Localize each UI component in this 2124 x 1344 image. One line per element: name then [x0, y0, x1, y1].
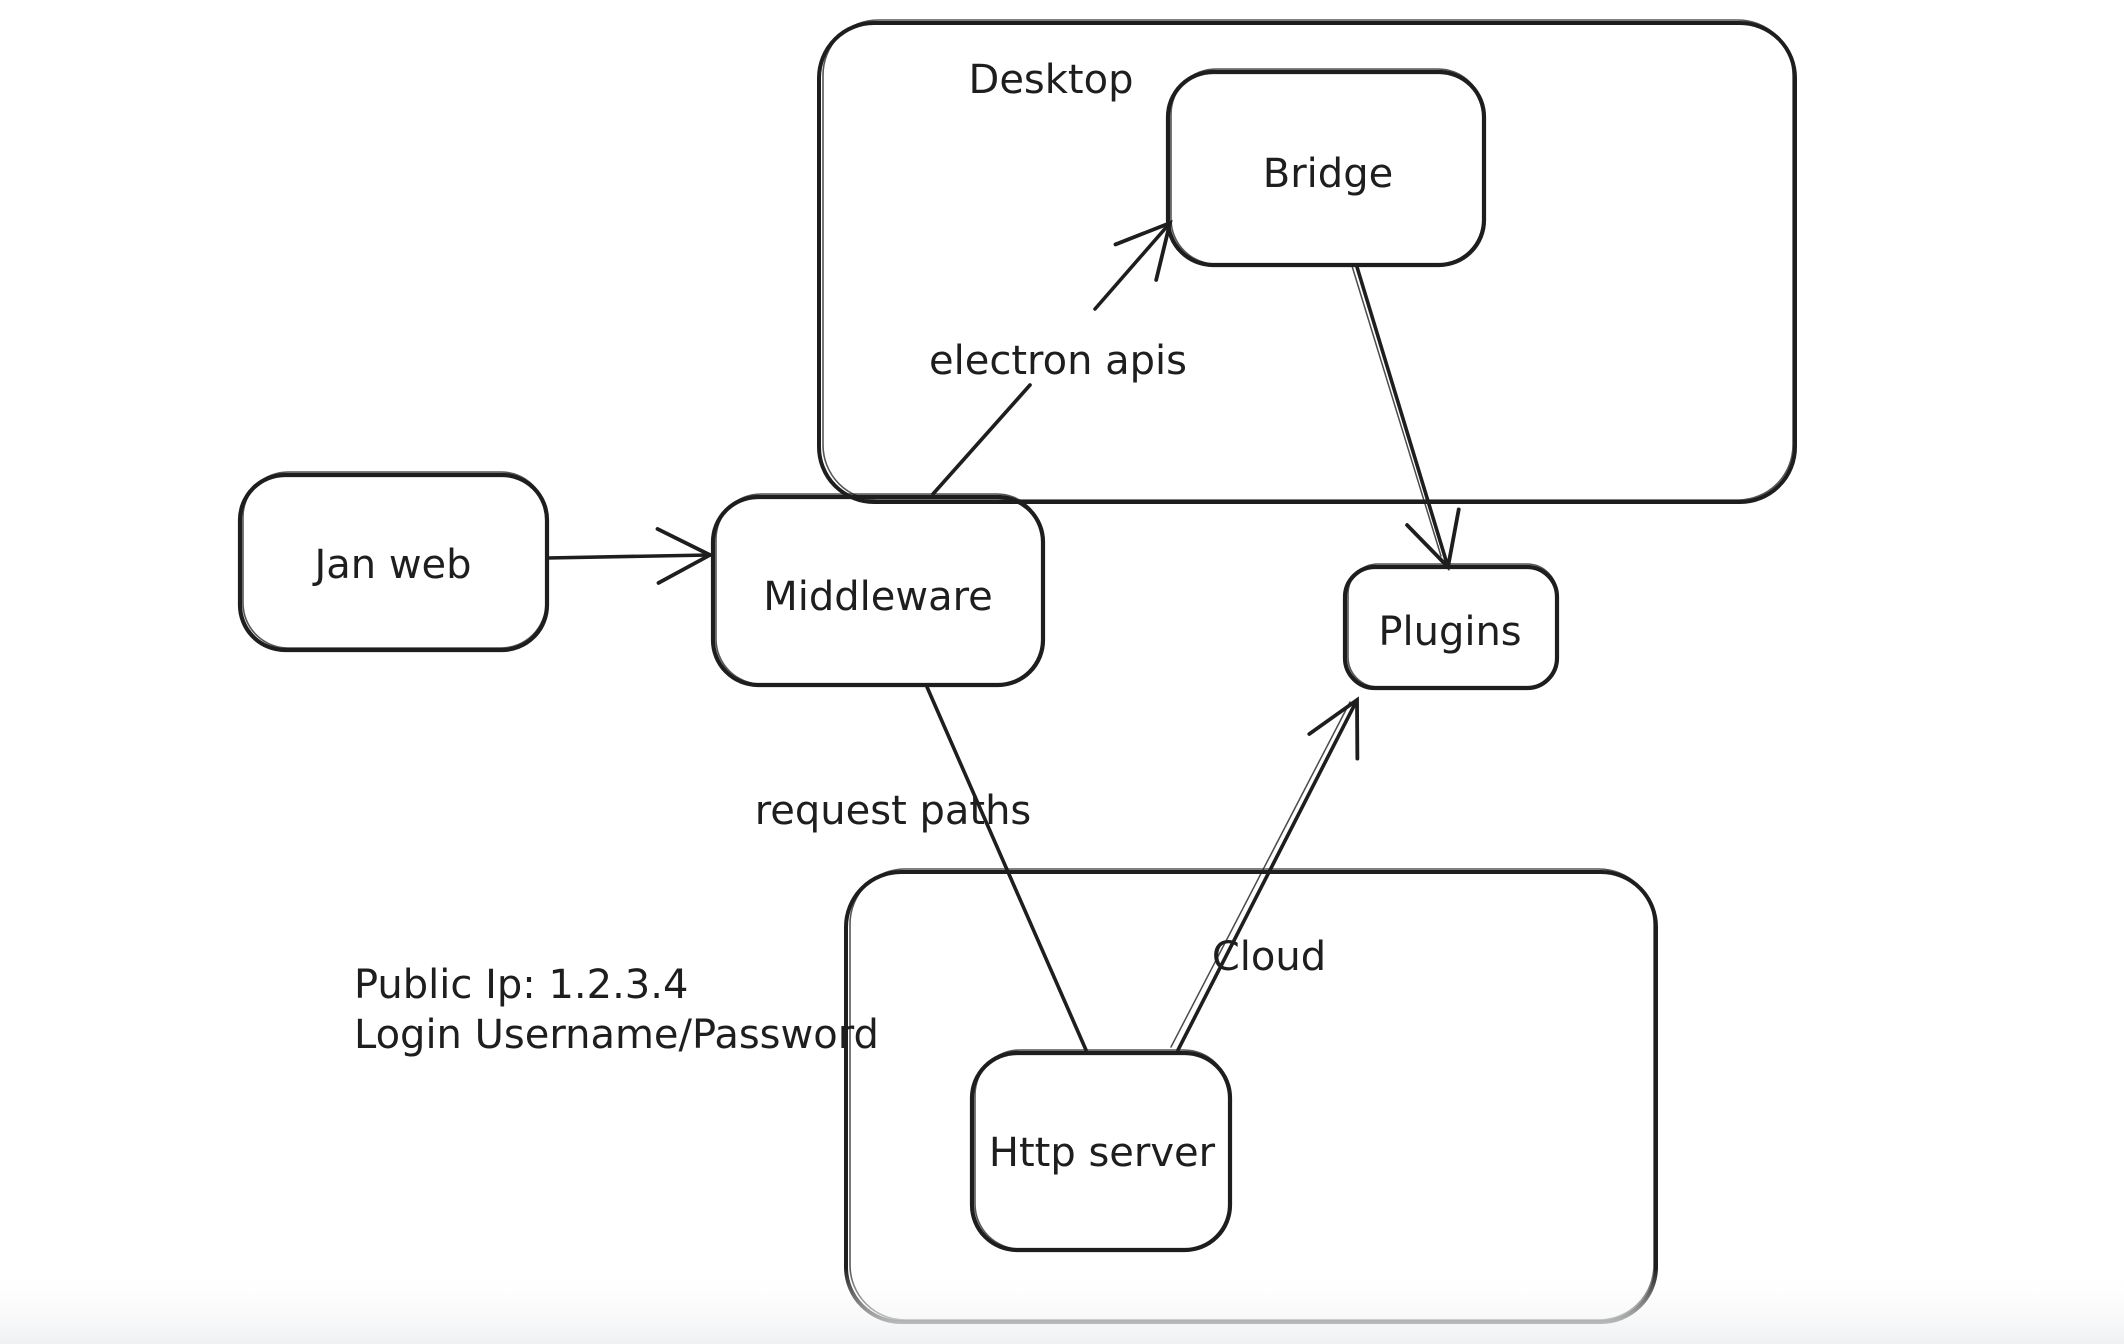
desktop-label[interactable]: Desktop [969, 57, 1134, 103]
edge-middleware-to-bridge[interactable] [931, 219, 1173, 496]
node-middleware[interactable] [710, 493, 1046, 688]
container-desktop[interactable] [817, 19, 1797, 504]
edge-janweb-to-middleware[interactable] [545, 527, 715, 585]
desktop-box[interactable] [817, 21, 1797, 504]
bridge-box-sketch-echo [1170, 68, 1484, 265]
jan-web-label[interactable]: Jan web [311, 542, 471, 588]
annotation-login[interactable]: Login Username/Password [354, 1012, 879, 1058]
bridge-box[interactable] [1165, 69, 1487, 268]
edge-label-request-paths[interactable]: request paths [755, 788, 1032, 834]
node-jan-web[interactable] [237, 471, 550, 653]
node-http-server[interactable] [969, 1049, 1233, 1253]
bottom-fade [0, 1268, 2124, 1344]
node-bridge[interactable] [1165, 68, 1487, 268]
cloud-label[interactable]: Cloud [1212, 934, 1326, 980]
edge-label-electron-apis[interactable]: electron apis [929, 338, 1187, 384]
desktop-box-sketch-echo [822, 19, 1794, 501]
middleware-box-sketch-echo [715, 493, 1043, 685]
http-server-label[interactable]: Http server [989, 1130, 1216, 1176]
edge-bridge-to-plugins-line[interactable] [1355, 265, 1461, 571]
edge-httpserver-to-plugins-line[interactable] [1176, 696, 1360, 1052]
node-plugins[interactable] [1342, 563, 1560, 691]
middleware-box[interactable] [710, 494, 1046, 688]
edge-httpserver-to-plugins-sketch-echo [1170, 701, 1351, 1048]
jan-web-box-sketch-echo [242, 471, 547, 649]
edge-httpserver-to-plugins[interactable] [1170, 696, 1360, 1052]
edge-middleware-to-httpserver[interactable] [925, 685, 1088, 1052]
edge-bridge-to-plugins[interactable] [1351, 265, 1461, 571]
plugins-label[interactable]: Plugins [1378, 609, 1521, 655]
middleware-label[interactable]: Middleware [763, 574, 993, 620]
http-server-box[interactable] [969, 1050, 1233, 1253]
jan-web-box[interactable] [237, 472, 550, 653]
edge-middleware-to-bridge-seg1[interactable] [931, 383, 1032, 496]
http-server-box-sketch-echo [974, 1049, 1230, 1250]
annotation-public-ip[interactable]: Public Ip: 1.2.3.4 [354, 962, 688, 1008]
bridge-label[interactable]: Bridge [1263, 151, 1393, 197]
edge-bridge-to-plugins-sketch-echo [1351, 265, 1442, 557]
edge-middleware-to-bridge-seg2[interactable] [1093, 219, 1173, 311]
